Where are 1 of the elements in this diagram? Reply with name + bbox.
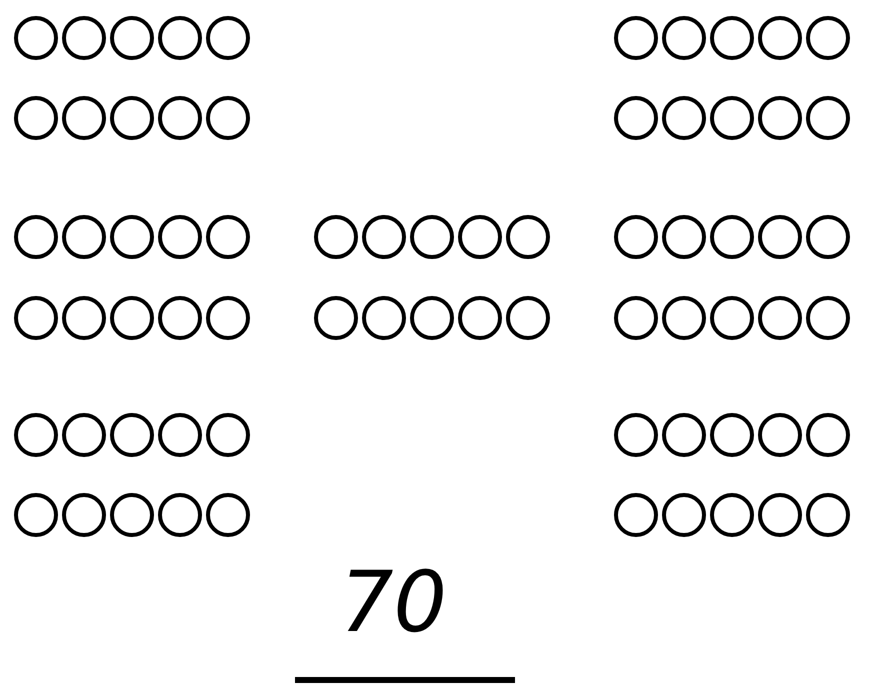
answer-number: 70 — [340, 560, 447, 644]
